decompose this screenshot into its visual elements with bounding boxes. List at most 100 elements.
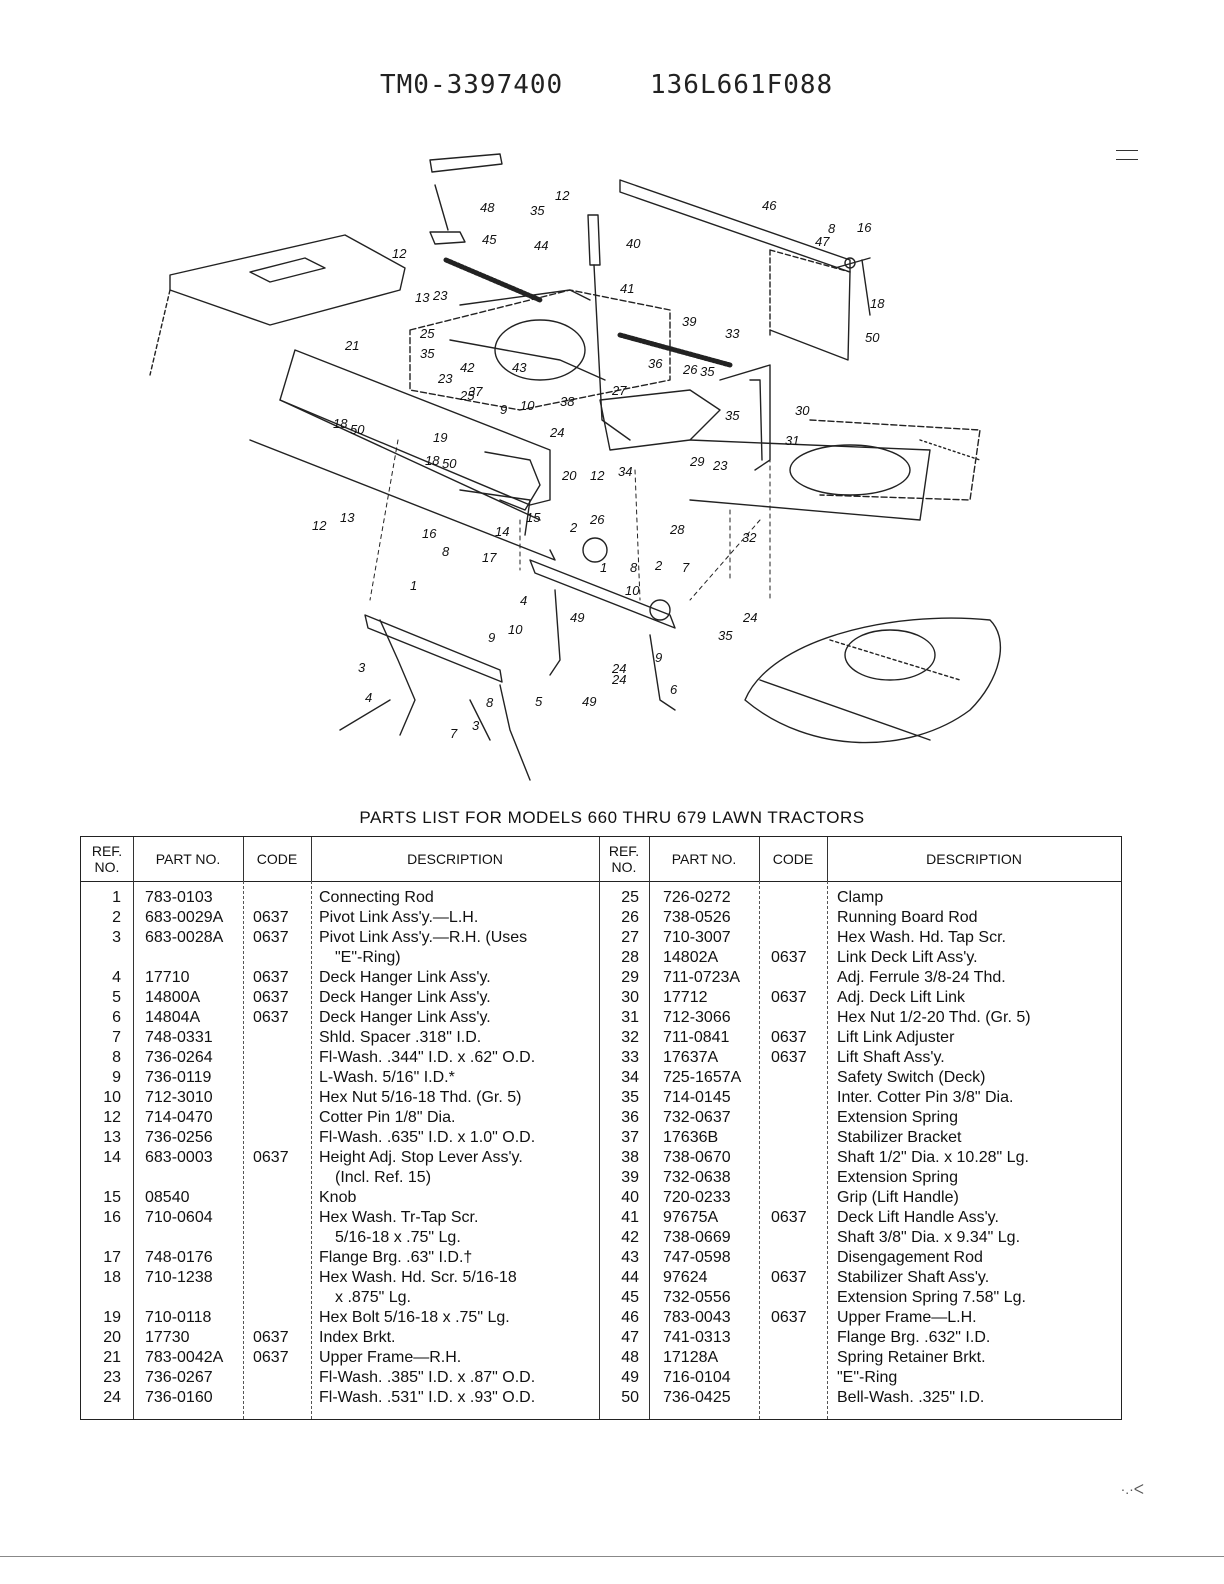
cell-ref: 10 xyxy=(103,1089,121,1106)
cell-ref: 28 xyxy=(621,949,639,966)
svg-text:24: 24 xyxy=(549,425,564,440)
page-bottom-rule xyxy=(0,1556,1224,1557)
cell-desc: "E"-Ring xyxy=(837,1369,898,1386)
svg-text:17: 17 xyxy=(482,550,497,565)
cell-desc: Spring Retainer Brkt. xyxy=(837,1349,986,1366)
column-divider xyxy=(759,837,760,881)
svg-text:28: 28 xyxy=(669,522,685,537)
cell-code: 0637 xyxy=(253,1009,289,1026)
cell-desc: Deck Hanger Link Ass'y. xyxy=(319,1009,491,1026)
cell-part: 783-0043 xyxy=(663,1309,731,1326)
cell-part: 747-0598 xyxy=(663,1249,731,1266)
svg-text:8: 8 xyxy=(828,221,836,236)
svg-text:46: 46 xyxy=(762,198,777,213)
svg-text:14: 14 xyxy=(495,524,509,539)
svg-text:41: 41 xyxy=(620,281,634,296)
cell-desc: Hex Bolt 5/16-18 x .75" Lg. xyxy=(319,1309,510,1326)
svg-text:25: 25 xyxy=(419,326,435,341)
cell-desc: Extension Spring 7.58" Lg. xyxy=(837,1289,1026,1306)
cell-ref: 2 xyxy=(112,909,121,926)
cell-desc: Pivot Link Ass'y.—L.H. xyxy=(319,909,479,926)
svg-text:23: 23 xyxy=(712,458,728,473)
cell-desc: Flange Brg. .63" I.D.† xyxy=(319,1249,473,1266)
cell-part: 732-0556 xyxy=(663,1289,731,1306)
cell-desc: Connecting Rod xyxy=(319,889,434,906)
cell-desc: Disengagement Rod xyxy=(837,1249,983,1266)
cell-desc: Upper Frame—L.H. xyxy=(837,1309,977,1326)
svg-text:49: 49 xyxy=(570,610,584,625)
cell-part: 683-0028A xyxy=(145,929,224,946)
cell-desc: Hex Wash. Hd. Scr. 5/16-18 xyxy=(319,1269,517,1286)
cell-part: 17128A xyxy=(663,1349,719,1366)
cell-part: 683-0003 xyxy=(145,1149,213,1166)
cell-desc: Flange Brg. .632" I.D. xyxy=(837,1329,991,1346)
cell-code: 0637 xyxy=(771,1029,807,1046)
cell-desc: Shld. Spacer .318" I.D. xyxy=(319,1029,482,1046)
cell-desc-continued: x .875" Lg. xyxy=(335,1289,411,1306)
svg-text:12: 12 xyxy=(312,518,327,533)
exploded-parts-diagram: 48 35 12 46 8 16 47 18 50 45 44 40 12 13… xyxy=(149,153,1002,781)
cell-ref: 21 xyxy=(103,1349,121,1366)
svg-text:24: 24 xyxy=(742,610,757,625)
cell-ref: 8 xyxy=(112,1049,121,1066)
cell-desc-continued: 5/16-18 x .75" Lg. xyxy=(335,1229,461,1246)
svg-text:10: 10 xyxy=(625,583,640,598)
cell-part: 710-1238 xyxy=(145,1269,213,1286)
cell-part: 97624 xyxy=(663,1269,708,1286)
cell-part: 738-0670 xyxy=(663,1149,731,1166)
cell-ref: 33 xyxy=(621,1049,639,1066)
cell-desc: Fl-Wash. .385" I.D. x .87" O.D. xyxy=(319,1369,536,1386)
cell-ref: 40 xyxy=(621,1189,639,1206)
svg-text:13: 13 xyxy=(415,290,430,305)
cell-desc: Extension Spring xyxy=(837,1169,958,1186)
cell-part: 741-0313 xyxy=(663,1329,731,1346)
cell-desc: Stabilizer Bracket xyxy=(837,1129,962,1146)
cell-ref: 20 xyxy=(103,1329,121,1346)
svg-text:25: 25 xyxy=(459,388,475,403)
cell-part: 725-1657A xyxy=(663,1069,742,1086)
cell-part: 710-0118 xyxy=(145,1309,212,1326)
cell-desc: Pivot Link Ass'y.—R.H. (Uses xyxy=(319,929,528,946)
cell-part: 732-0638 xyxy=(663,1169,731,1186)
cell-code: 0637 xyxy=(253,969,289,986)
svg-text:35: 35 xyxy=(420,346,435,361)
svg-text:29: 29 xyxy=(689,454,704,469)
cell-desc: Deck Lift Handle Ass'y. xyxy=(837,1209,999,1226)
cell-part: 711-0841 xyxy=(663,1029,730,1046)
cell-part: 17636B xyxy=(663,1129,719,1146)
cell-ref: 38 xyxy=(621,1149,639,1166)
table-row-continuation: "E"-Ring) xyxy=(81,949,599,969)
cell-ref: 19 xyxy=(103,1309,121,1326)
column-divider xyxy=(243,881,244,1419)
cell-code: 0637 xyxy=(253,989,289,1006)
cell-ref: 42 xyxy=(621,1229,639,1246)
cell-ref: 18 xyxy=(103,1269,121,1286)
svg-text:48: 48 xyxy=(480,200,495,215)
cell-ref: 47 xyxy=(621,1329,639,1346)
cell-desc: Running Board Rod xyxy=(837,909,978,926)
svg-text:27: 27 xyxy=(611,383,627,398)
cell-desc: Grip (Lift Handle) xyxy=(837,1189,959,1206)
cell-part: 736-0256 xyxy=(145,1129,213,1146)
table-row-continuation: x .875" Lg. xyxy=(81,1289,599,1309)
cell-part: 712-3066 xyxy=(663,1009,731,1026)
cell-ref: 41 xyxy=(621,1209,639,1226)
cell-desc: Height Adj. Stop Lever Ass'y. xyxy=(319,1149,523,1166)
cell-part: 710-3007 xyxy=(663,929,731,946)
svg-text:12: 12 xyxy=(392,246,407,261)
cell-part: 736-0119 xyxy=(145,1069,212,1086)
cell-code: 0637 xyxy=(771,1269,807,1286)
svg-text:8: 8 xyxy=(486,695,494,710)
